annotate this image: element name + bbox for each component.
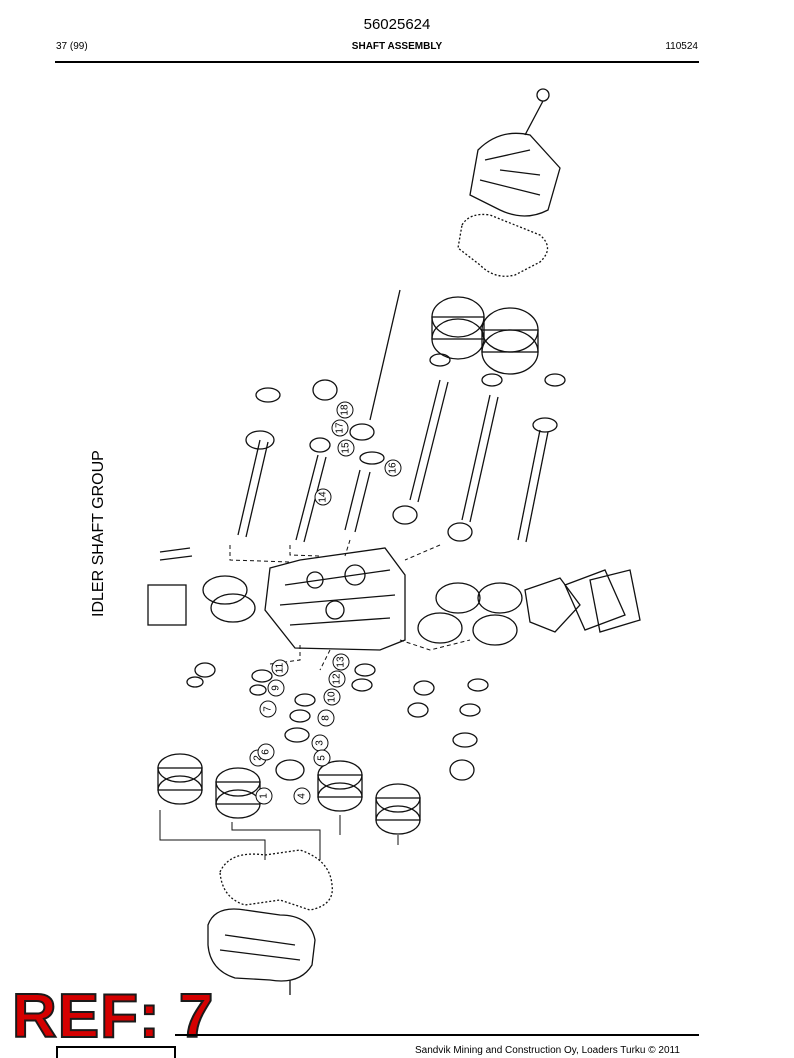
- left-gears: [147, 547, 256, 626]
- lower-gasket: [219, 849, 333, 911]
- lower-clutch-drums: [157, 753, 421, 835]
- gearbox-housing: [264, 547, 406, 651]
- callout-circle-6: [257, 743, 275, 761]
- callout-label-13: 13: [336, 656, 347, 668]
- callout-circle-15: [337, 439, 355, 457]
- footer-rule: [175, 1034, 699, 1036]
- oil-pan: [207, 908, 316, 995]
- callout-circle-5: [313, 749, 331, 767]
- lead-lines: [159, 810, 399, 860]
- ref-label: REF: 7: [11, 982, 215, 1051]
- callout-circle-8: [317, 709, 335, 727]
- callout-circle-4: [293, 787, 311, 805]
- right-gears: [417, 569, 641, 646]
- callout-label-9: 9: [271, 685, 282, 691]
- upper-bearings: [245, 353, 566, 542]
- housing-cover: [469, 88, 561, 217]
- callout-label-5: 5: [317, 755, 328, 761]
- callout-label-16: 16: [388, 462, 399, 474]
- assembly-lines: [229, 539, 471, 671]
- callout-circle-9: [267, 679, 285, 697]
- top-gasket: [457, 213, 549, 277]
- callout-label-4: 4: [297, 793, 308, 799]
- document-code: 110524: [665, 41, 698, 52]
- lower-components: [186, 662, 489, 781]
- callout-circle-11: [271, 659, 289, 677]
- section-title: SHAFT ASSEMBLY: [351, 41, 443, 52]
- callout-circle-18: [336, 401, 354, 419]
- footer-copyright: Sandvik Mining and Construction Oy, Load…: [415, 1045, 680, 1056]
- callout-label-10: 10: [327, 691, 338, 703]
- callout-label-15: 15: [341, 442, 352, 454]
- callout-label-17: 17: [335, 422, 346, 434]
- callout-label-1: 1: [259, 793, 270, 799]
- callout-circle-13: [332, 653, 350, 671]
- document-number: 56025624: [363, 16, 431, 33]
- upper-clutch-drums: [431, 296, 539, 375]
- callout-circle-1: [255, 787, 273, 805]
- callout-label-11: 11: [275, 662, 286, 673]
- callout-label-2: 2: [253, 755, 264, 761]
- callout-circle-16: [384, 459, 402, 477]
- sandvik-logo: [56, 1046, 176, 1058]
- callout-circle-12: [328, 670, 346, 688]
- callout-label-7: 7: [263, 706, 274, 712]
- callout-label-18: 18: [340, 404, 351, 416]
- callout-label-6: 6: [261, 749, 272, 755]
- callout-label-14: 14: [318, 491, 329, 503]
- callout-label-12: 12: [332, 673, 343, 685]
- callout-label-8: 8: [321, 715, 332, 721]
- header-rule: [55, 61, 699, 63]
- callout-circle-10: [323, 688, 341, 706]
- callout-label-3: 3: [315, 740, 326, 746]
- callout-circle-7: [259, 700, 277, 718]
- main-shafts: [237, 289, 549, 543]
- callout-circle-17: [331, 419, 349, 437]
- callout-circle-14: [314, 488, 332, 506]
- page-number: 37 (99): [56, 41, 88, 52]
